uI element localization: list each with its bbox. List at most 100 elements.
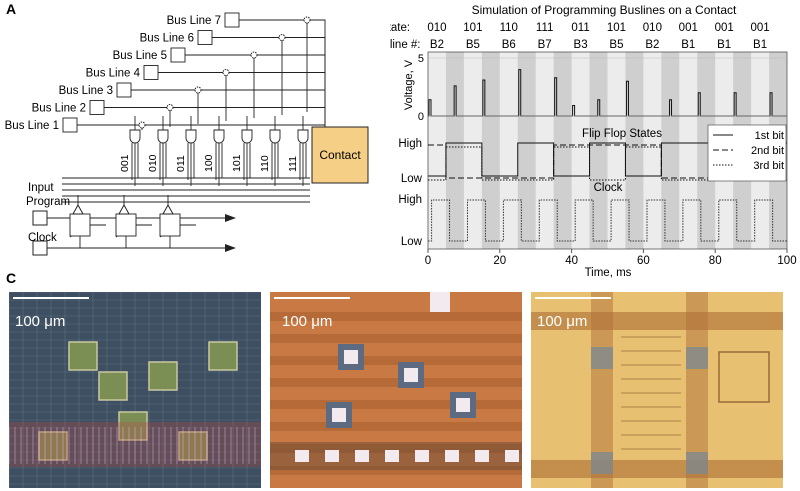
metal-trace: [270, 312, 522, 321]
ff-low-label: Low: [401, 173, 423, 185]
bus-line-label: Bus Line 7: [167, 15, 221, 27]
x-tick-label: 0: [425, 255, 431, 267]
bus-wire: [104, 107, 326, 127]
legend-entry: 3rd bit: [753, 160, 784, 172]
program-label: Program: [26, 196, 70, 208]
metal-trace: [270, 378, 522, 387]
busline-value: B2: [430, 39, 444, 51]
clock-phase-band: [697, 52, 716, 249]
contact-pad: [415, 450, 429, 462]
legend-box: [707, 124, 787, 182]
input-program-box: [32, 210, 48, 226]
contact-pad: [355, 450, 369, 462]
bus-line-box: [89, 100, 105, 115]
x-tick-label: 60: [637, 255, 650, 267]
scale-label-2: 100 μm: [282, 313, 332, 330]
bus-wire: [131, 89, 326, 127]
plot-frame: [427, 51, 788, 250]
gate-input-wire: [215, 143, 223, 186]
gate-code-label: 010: [147, 154, 159, 172]
bond-pad: [118, 411, 148, 441]
bus-switch: [303, 16, 311, 24]
voltage-tick-label: 5: [418, 53, 424, 65]
gate-code-label: 011: [175, 155, 187, 172]
bus-wire: [185, 54, 326, 127]
metal-trace: [270, 356, 522, 365]
chart-title: Simulation of Programming Buslines on a …: [472, 3, 737, 17]
x-tick-label: 80: [709, 255, 722, 267]
and-gate: [129, 129, 141, 144]
clk-high-label: High: [398, 194, 422, 206]
flip-flop-wire: [77, 195, 106, 248]
clock-phase-band: [661, 52, 680, 249]
state-value: 101: [463, 22, 482, 34]
bus-wire: [158, 72, 326, 127]
contact-pad: [295, 450, 309, 462]
metal-trace: [591, 292, 613, 488]
state-value: 011: [571, 22, 589, 34]
flip-flop-wire: [123, 195, 152, 248]
state-value: 001: [679, 22, 698, 34]
buffer-triangle: [72, 203, 84, 215]
clock-phase-band: [625, 52, 644, 249]
contact-pad: [445, 450, 459, 462]
clock-phase-band: [589, 52, 608, 249]
state-value: 001: [715, 22, 734, 34]
clock-phase-band: [553, 52, 572, 249]
flip-flop: [115, 213, 137, 237]
bus-line-box: [224, 12, 240, 28]
bond-pad: [208, 341, 238, 371]
legend-entry: 2nd bit: [751, 145, 784, 157]
bond-pad: [68, 341, 98, 371]
gate-input-wire: [271, 143, 279, 186]
clock-phase-band: [445, 52, 464, 249]
busline-value: B1: [681, 39, 695, 51]
flipflop-label: Flip Flop States: [582, 128, 662, 140]
busline-value: B5: [609, 39, 623, 51]
busline-row-label: Busline #:: [390, 39, 421, 51]
and-gate: [213, 129, 225, 144]
gate-code-label: 110: [259, 155, 271, 172]
panel-a-letter: A: [6, 1, 16, 17]
contact-label: Contact: [319, 148, 361, 162]
bus-line-box: [62, 117, 78, 133]
busline-value: B1: [717, 39, 731, 51]
bus-switch: [278, 34, 286, 41]
via-block: [591, 452, 613, 474]
state-row-label: State:: [390, 22, 410, 34]
legend-entry: 1st bit: [755, 130, 784, 142]
flip-flop: [159, 213, 181, 237]
arrow-head: [225, 214, 236, 252]
bus-wire: [212, 37, 326, 127]
contact-pad: [505, 450, 519, 462]
bond-pad: [38, 431, 68, 461]
contact-box: [311, 126, 369, 184]
gate-code-label: 101: [231, 154, 243, 172]
via-block: [686, 347, 708, 369]
clk-low-label: Low: [401, 236, 423, 248]
and-gate: [297, 129, 309, 144]
bond-pad: [332, 408, 346, 422]
bus-line-label: Bus Line 5: [113, 50, 167, 62]
flip-flop-wire: [167, 195, 196, 248]
gate-code-label: 100: [203, 154, 215, 172]
micrograph-2: 100 μm: [270, 292, 522, 488]
state-value: 010: [427, 22, 446, 34]
via-block: [591, 347, 613, 369]
metal-trace: [270, 422, 522, 431]
gate-code-label: 001: [119, 154, 131, 172]
bus-line-label: Bus Line 1: [5, 120, 59, 132]
state-value: 010: [643, 22, 662, 34]
micrograph-3: 100 μm: [531, 292, 783, 488]
state-bus: [62, 177, 310, 203]
scale-label-1: 100 μm: [15, 313, 65, 330]
bus-wire: [77, 124, 326, 127]
gate-code-label: 111: [287, 156, 299, 172]
state-value: 101: [607, 22, 626, 34]
ff-high-label: High: [398, 138, 422, 150]
clock-line: [428, 199, 787, 242]
and-gate: [241, 129, 253, 144]
contact-pad: [385, 450, 399, 462]
bond-pad: [98, 371, 128, 401]
